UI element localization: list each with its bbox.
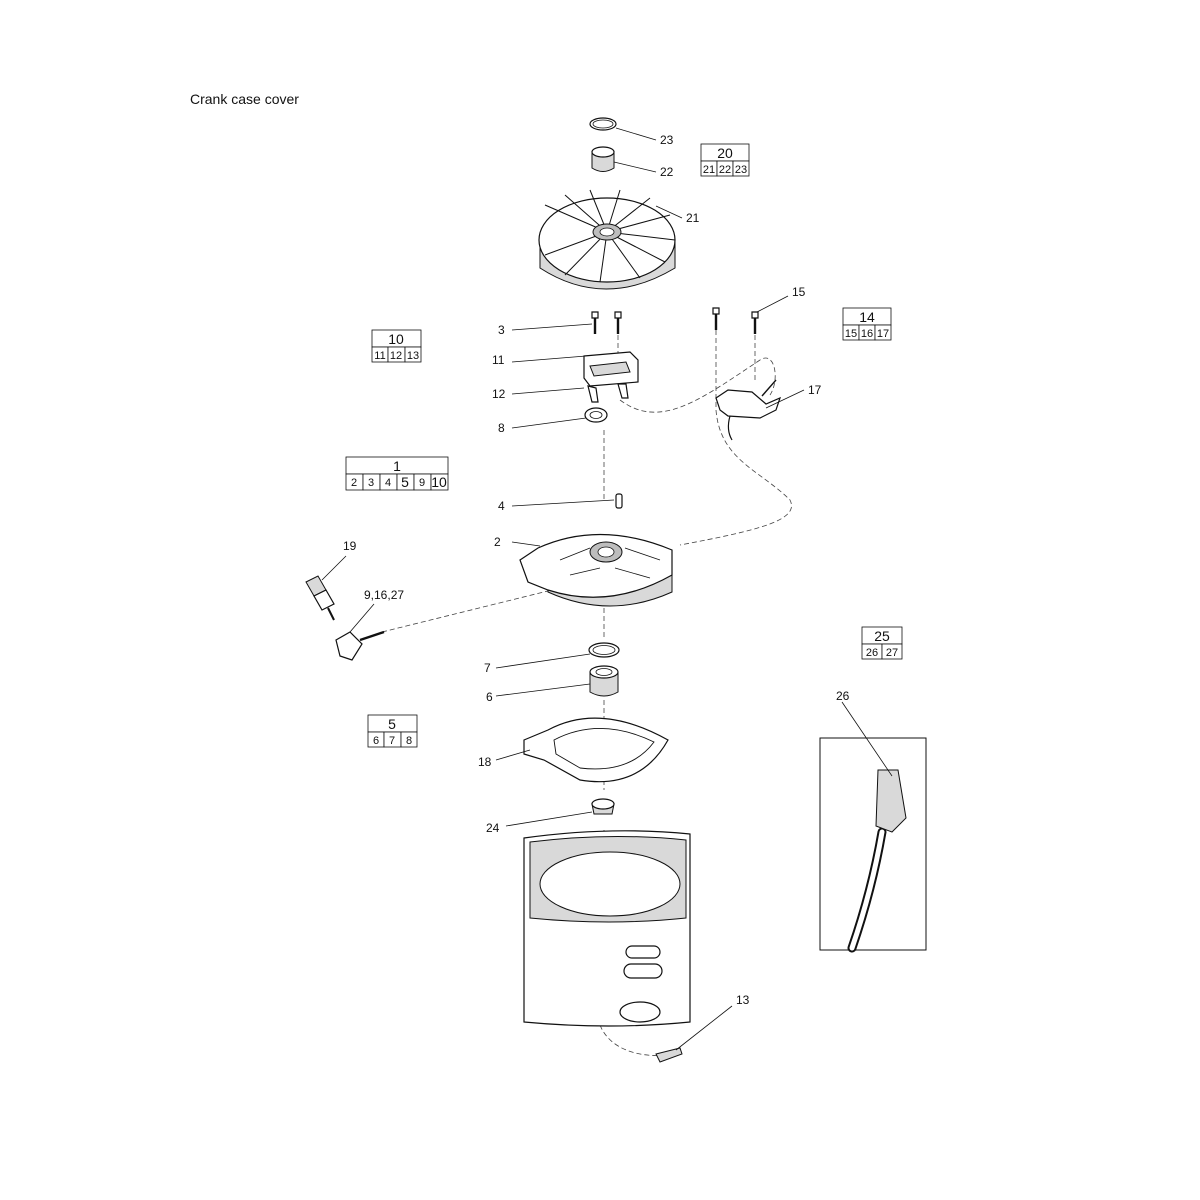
group-1-sub: 3	[368, 477, 374, 489]
group-10-sub: 13	[407, 350, 419, 362]
group-25-main: 25	[874, 628, 890, 644]
group-10-sub: 12	[390, 350, 402, 362]
group-box-25: 25 26 27	[861, 626, 903, 660]
callout-2: 2	[494, 535, 501, 549]
ignition-coil-part	[715, 379, 781, 441]
callout-22: 22	[660, 165, 674, 179]
diagram-title: Crank case cover	[190, 91, 299, 107]
group-20-sub: 22	[719, 164, 731, 176]
group-10-sub: 11	[374, 350, 385, 362]
callout-26: 26	[836, 689, 850, 703]
group-1-sub: 5	[401, 474, 409, 490]
group-1-sub: 10	[431, 474, 447, 490]
callout-4: 4	[498, 499, 505, 513]
group-14-sub: 16	[861, 328, 873, 340]
engine-housing-part	[523, 830, 691, 1027]
group-box-20: 20 21 22 23	[700, 143, 750, 177]
spark-plug-boot-part	[335, 630, 385, 661]
callout-labels: 23 22 21 15 3 11 12 8 17 4 2 19 9,16,27 …	[343, 133, 850, 1007]
plug-part	[591, 798, 615, 815]
group-5-main: 5	[388, 716, 396, 732]
group-20-main: 20	[717, 145, 733, 161]
callout-17: 17	[808, 383, 822, 397]
callout-8: 8	[498, 421, 505, 435]
group-1-sub: 4	[385, 477, 391, 489]
group-14-main: 14	[859, 309, 875, 325]
inset-detail-box	[819, 737, 927, 953]
callout-12: 12	[492, 387, 506, 401]
ignition-module-part	[583, 351, 639, 403]
group-box-14: 14 15 16 17	[842, 307, 892, 341]
callout-23: 23	[660, 133, 674, 147]
dowel-pin-part	[615, 493, 623, 509]
group-10-main: 10	[388, 331, 404, 347]
group-20-sub: 23	[735, 164, 747, 176]
group-1-sub: 2	[351, 477, 357, 489]
group-14-sub: 17	[877, 328, 889, 340]
callout-9-16-27: 9,16,27	[364, 588, 404, 602]
circlip-part	[589, 117, 617, 131]
callout-24: 24	[486, 821, 500, 835]
seal-ring-part	[584, 407, 608, 423]
group-5-sub: 8	[406, 735, 412, 747]
group-1-main: 1	[393, 458, 401, 474]
group-25-sub: 26	[866, 647, 878, 659]
spark-plug-part	[305, 575, 335, 621]
group-box-10: 10 11 12 13	[371, 329, 422, 363]
callout-13: 13	[736, 993, 750, 1007]
callout-18: 18	[478, 755, 492, 769]
group-5-sub: 6	[373, 735, 379, 747]
callout-19: 19	[343, 539, 357, 553]
group-box-1: 1 2 3 4 5 9 10	[345, 456, 449, 491]
callout-3: 3	[498, 323, 505, 337]
callout-15: 15	[792, 285, 806, 299]
flywheel-nut-part	[591, 146, 615, 172]
bolt-part	[591, 307, 759, 334]
group-20-sub: 21	[703, 164, 715, 176]
group-box-5: 5 6 7 8	[367, 714, 418, 748]
bearing-part	[589, 665, 619, 697]
group-25-sub: 27	[886, 647, 898, 659]
group-5-sub: 7	[389, 735, 395, 747]
o-ring-part	[588, 642, 620, 658]
gasket-part	[523, 717, 669, 783]
callout-21: 21	[686, 211, 700, 225]
callout-11: 11	[492, 353, 505, 367]
crankcase-cover-part	[519, 533, 673, 607]
callout-7: 7	[484, 661, 491, 675]
group-14-sub: 15	[845, 328, 857, 340]
flywheel-part	[538, 189, 676, 290]
group-1-sub: 9	[419, 477, 425, 489]
callout-6: 6	[486, 690, 493, 704]
clip-part	[655, 1047, 683, 1063]
